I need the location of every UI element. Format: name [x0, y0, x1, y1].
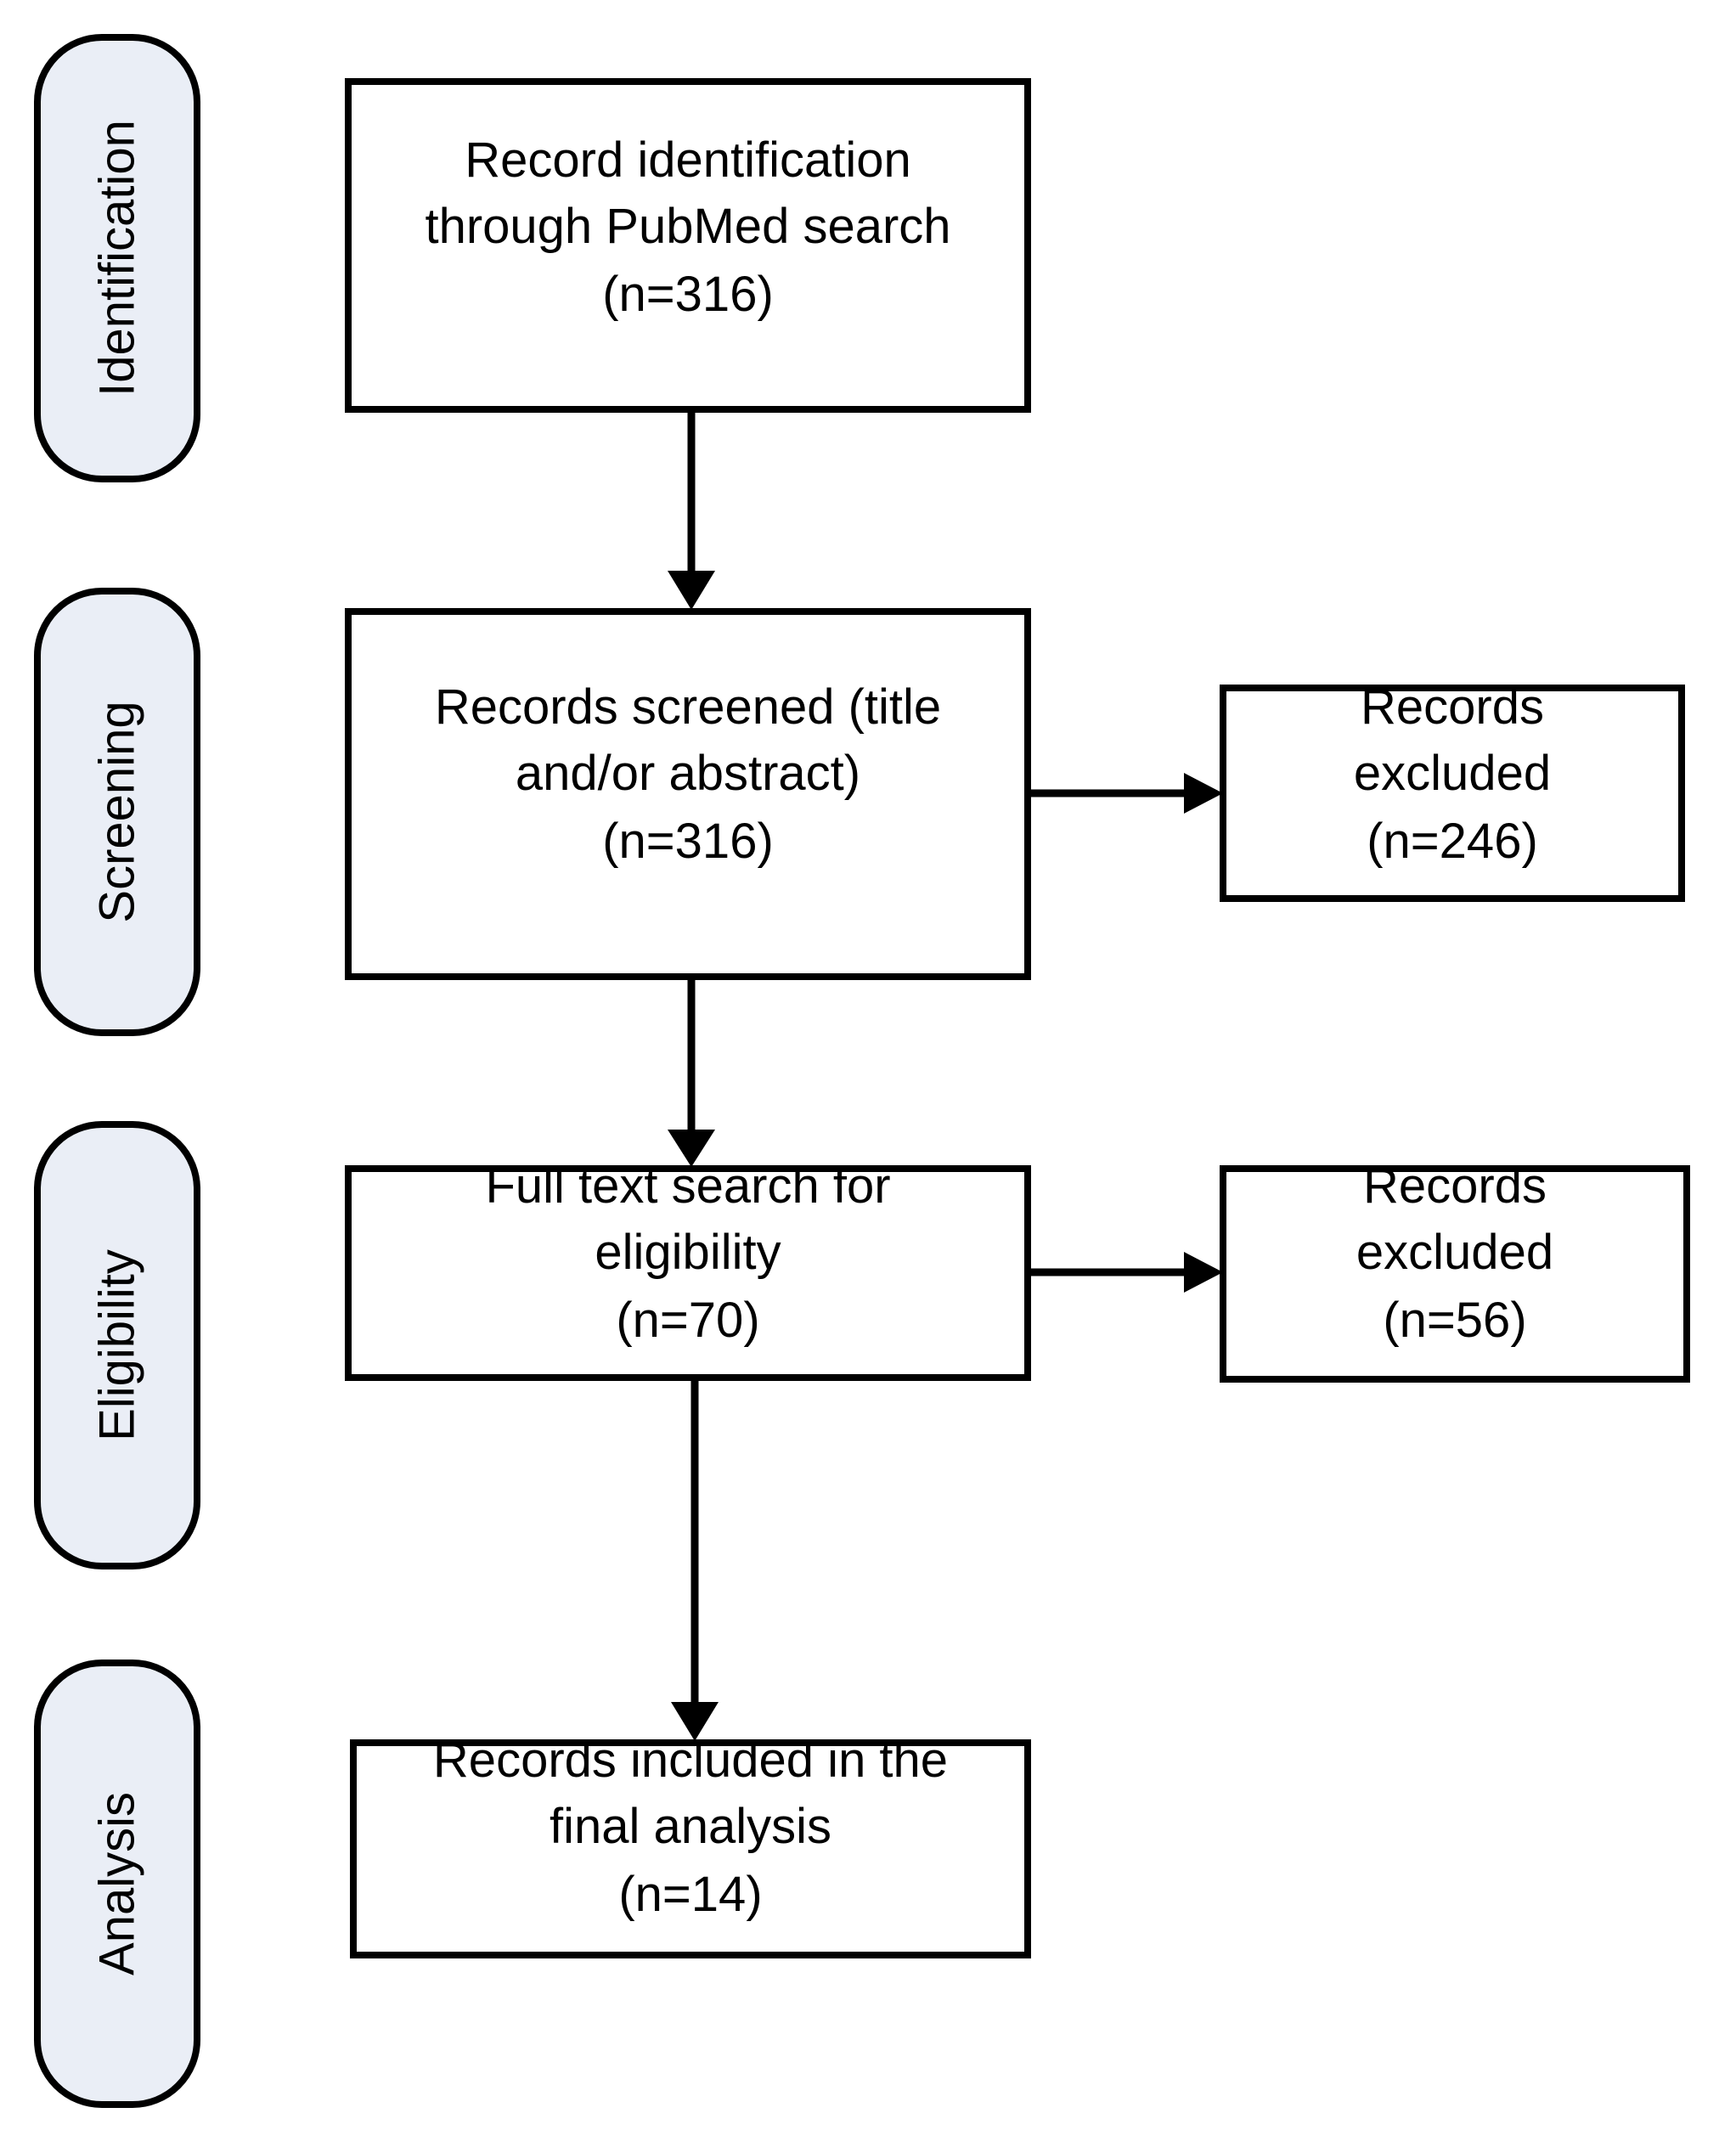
box-excluded-eligibility-frame: [1220, 1165, 1690, 1383]
stage-analysis: Analysis: [34, 1660, 200, 2108]
box-included-line2: final analysis: [550, 1799, 831, 1854]
box-identification-frame: [345, 78, 1031, 413]
stage-identification: Identification: [34, 34, 200, 482]
arrow-identification-to-screened: [668, 413, 715, 610]
box-excluded-screening-line2: excluded: [1354, 746, 1551, 801]
box-eligibility: Full text search for eligibility (n=70): [345, 1158, 1031, 1381]
box-screened-line2: and/or abstract): [516, 746, 860, 801]
arrow-screened-to-excluded: [1028, 773, 1223, 814]
stage-pill-screening: [34, 588, 200, 1036]
box-included-frame: [350, 1739, 1031, 1958]
stage-label-screening: Screening: [90, 701, 145, 922]
arrow-head: [668, 571, 715, 610]
box-identification: Record identification through PubMed sea…: [345, 78, 1031, 413]
box-excluded-screening-frame: [1220, 685, 1685, 902]
box-excluded-screening-line1: Records: [1361, 679, 1544, 735]
box-eligibility-line1: Full text search for: [485, 1158, 890, 1214]
box-screened-line1: Records screened (title: [435, 679, 941, 735]
box-excluded-screening: Records excluded (n=246): [1220, 679, 1685, 902]
box-included: Records included in the final analysis (…: [350, 1733, 1031, 1958]
stage-label-eligibility: Eligibility: [90, 1249, 145, 1441]
arrow-head: [1184, 773, 1223, 814]
box-screened-frame: [345, 608, 1031, 980]
box-excluded-eligibility-count: (n=56): [1383, 1293, 1526, 1348]
box-excluded-screening-count: (n=246): [1367, 814, 1538, 869]
stage-eligibility: Eligibility: [34, 1121, 200, 1569]
stage-screening: Screening: [34, 588, 200, 1036]
box-excluded-eligibility: Records excluded (n=56): [1220, 1158, 1690, 1383]
box-included-count: (n=14): [618, 1867, 762, 1922]
box-screened: Records screened (title and/or abstract)…: [345, 608, 1031, 980]
stage-pill-analysis: [34, 1660, 200, 2108]
stage-label-analysis: Analysis: [90, 1792, 145, 1975]
box-eligibility-line2: eligibility: [595, 1225, 781, 1280]
box-identification-line1: Record identification: [465, 132, 911, 188]
box-included-line1: Records included in the: [433, 1733, 948, 1788]
arrow-eligibility-to-included: [671, 1379, 719, 1741]
box-excluded-eligibility-line2: excluded: [1356, 1225, 1553, 1280]
arrow-screened-to-eligibility: [668, 980, 715, 1167]
stage-pill-identification: [34, 34, 200, 482]
box-screened-count: (n=316): [602, 814, 774, 869]
stage-label-identification: Identification: [90, 120, 145, 397]
arrow-head: [668, 1130, 715, 1167]
box-eligibility-count: (n=70): [616, 1293, 759, 1348]
box-identification-count: (n=316): [602, 267, 774, 322]
box-identification-line2: through PubMed search: [425, 199, 950, 254]
arrow-eligibility-to-excluded: [1028, 1252, 1223, 1293]
box-excluded-eligibility-line1: Records: [1363, 1158, 1547, 1214]
box-eligibility-frame: [345, 1165, 1031, 1381]
arrow-head: [1184, 1252, 1223, 1293]
arrow-head: [671, 1702, 719, 1741]
stage-pill-eligibility: [34, 1121, 200, 1569]
